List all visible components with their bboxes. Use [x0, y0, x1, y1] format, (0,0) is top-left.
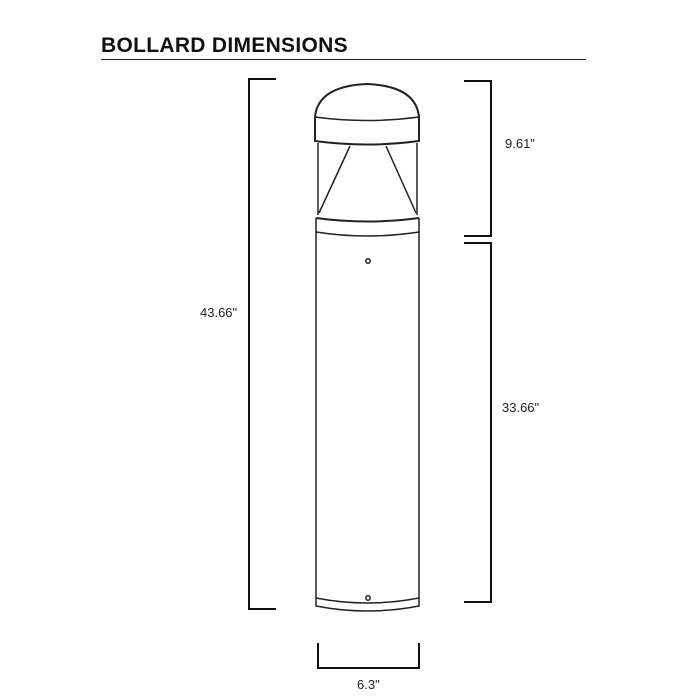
- overall-height-label: 43.66": [200, 305, 238, 320]
- diagram-title: BOLLARD DIMENSIONS: [101, 34, 348, 57]
- base-height-label: 33.66": [502, 400, 540, 415]
- title-underline: [101, 59, 586, 60]
- head-height-bracket: [464, 80, 492, 237]
- base-height-bracket: [464, 242, 492, 603]
- overall-height-bracket: [248, 78, 276, 610]
- width-label: 6.3": [357, 677, 380, 692]
- head-height-label: 9.61": [505, 136, 535, 151]
- bollard-outline: [314, 82, 420, 612]
- width-bracket: [317, 643, 420, 669]
